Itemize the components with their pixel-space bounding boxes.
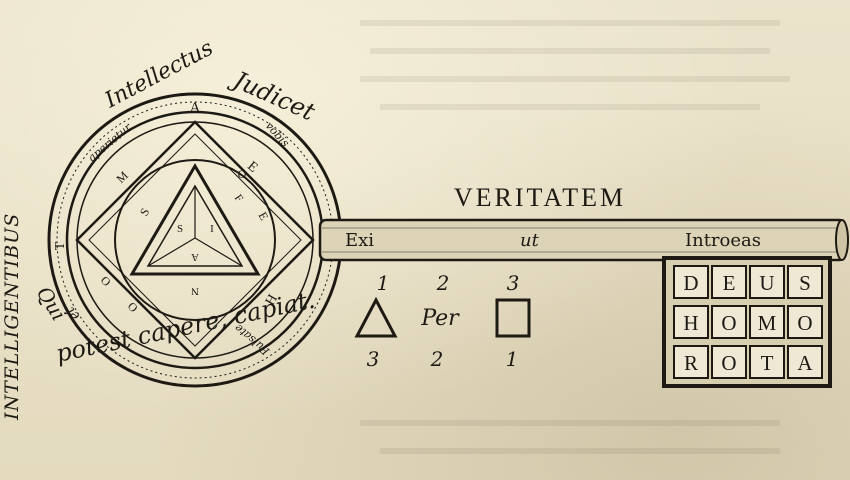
- sequence-bottom-number: 1: [506, 347, 519, 371]
- bit-cell: [673, 345, 709, 379]
- ring-letter: F: [232, 192, 245, 204]
- ring-letter: M: [113, 168, 131, 186]
- shaft-word-ut: ut: [520, 230, 540, 251]
- bit-letter: D: [683, 271, 698, 295]
- ring-letter: T: [53, 241, 68, 250]
- bit-cell: [787, 305, 823, 339]
- key-shaft: VERITATEM Exi ut Introeas: [318, 183, 849, 262]
- bit-cell: [749, 305, 785, 339]
- sequence-per-word: Per: [420, 306, 460, 331]
- bit-cell: [711, 345, 747, 379]
- sequence-top-number: 3: [507, 271, 520, 295]
- bit-cell: [673, 265, 709, 299]
- diamond-square: [75, 120, 315, 360]
- bit-cell: [749, 265, 785, 299]
- shaft-heading: VERITATEM: [454, 183, 626, 212]
- inner-triangle: [146, 184, 244, 267]
- key-bit: D E U S H O M O R O T A: [662, 256, 832, 388]
- shaft-tip: [835, 219, 849, 261]
- bit-cell: [711, 265, 747, 299]
- bit-letter: U: [759, 271, 774, 295]
- shaft-word-introeas: Introeas: [685, 230, 761, 251]
- bit-letter: H: [683, 311, 698, 335]
- ring-letter: S: [137, 206, 152, 219]
- triangle-center-line-left: [147, 237, 196, 267]
- key-bow: A E H O T S M O O R E S F A I N Intellec…: [1, 36, 343, 421]
- sequence-top-number: 1: [377, 271, 390, 295]
- bit-letter: S: [799, 271, 811, 295]
- sequence-top-number: 2: [436, 271, 450, 295]
- ring-letter: O: [238, 167, 247, 181]
- sequence-bottom-number: 2: [430, 347, 444, 371]
- ring-letter: N: [191, 285, 199, 297]
- word-intelligentibus: INTELLIGENTIBUS: [1, 213, 23, 421]
- bit-letter: A: [797, 351, 813, 375]
- triangle-center-line-right: [194, 237, 243, 267]
- ring-letter: E: [256, 209, 272, 222]
- bit-letter: R: [684, 351, 698, 375]
- sequence-bottom-number: 3: [367, 347, 380, 371]
- square-symbol: [495, 298, 531, 338]
- ring-letter: I: [210, 223, 214, 235]
- ring-letter: S: [177, 223, 183, 235]
- outer-triangle: [129, 163, 261, 276]
- bit-cell: [749, 345, 785, 379]
- paper-texture: [360, 20, 790, 454]
- bit-cell: [711, 305, 747, 339]
- shaft-body: [318, 218, 847, 262]
- word-qui: Qui: [32, 282, 71, 325]
- bit-letter: O: [721, 351, 736, 375]
- bit-letter: E: [723, 271, 736, 295]
- triangle-symbol: [354, 296, 398, 338]
- sequence: 1 2 3 Per 3 2 1: [354, 271, 531, 371]
- shaft-word-exi: Exi: [345, 230, 374, 251]
- ring-letter: A: [189, 100, 201, 117]
- bit-cell: [787, 265, 823, 299]
- bit-letter: O: [721, 311, 736, 335]
- inner-circle: [114, 159, 276, 321]
- bit-cell: [787, 345, 823, 379]
- ring-letter: A: [191, 251, 199, 263]
- bit-letter: O: [797, 311, 812, 335]
- bit-letter: T: [761, 351, 774, 375]
- bit-letter: M: [758, 311, 777, 335]
- bit-cell: [673, 305, 709, 339]
